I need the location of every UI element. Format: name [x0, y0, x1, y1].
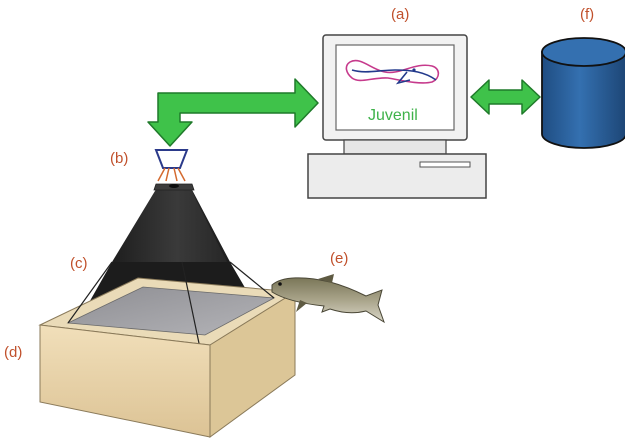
camera-icon: [154, 149, 189, 182]
computer-icon: Juvenil: [307, 34, 487, 199]
monitor-screen: [335, 44, 455, 131]
camera-to-computer-arrow: [147, 78, 319, 147]
label-a: (a): [391, 6, 409, 23]
label-d: (d): [4, 344, 22, 361]
fish-track-sketch: [345, 59, 440, 85]
label-c: (c): [70, 255, 88, 272]
screen-text: Juvenil: [368, 107, 418, 124]
computer-base: [307, 153, 487, 199]
label-e: (e): [330, 250, 348, 267]
computer-database-double-arrow: [470, 79, 541, 115]
label-f: (f): [580, 6, 594, 23]
database-icon: [541, 37, 625, 149]
trout-icon: [271, 274, 385, 324]
tank: [38, 261, 297, 438]
label-b: (b): [110, 150, 128, 167]
